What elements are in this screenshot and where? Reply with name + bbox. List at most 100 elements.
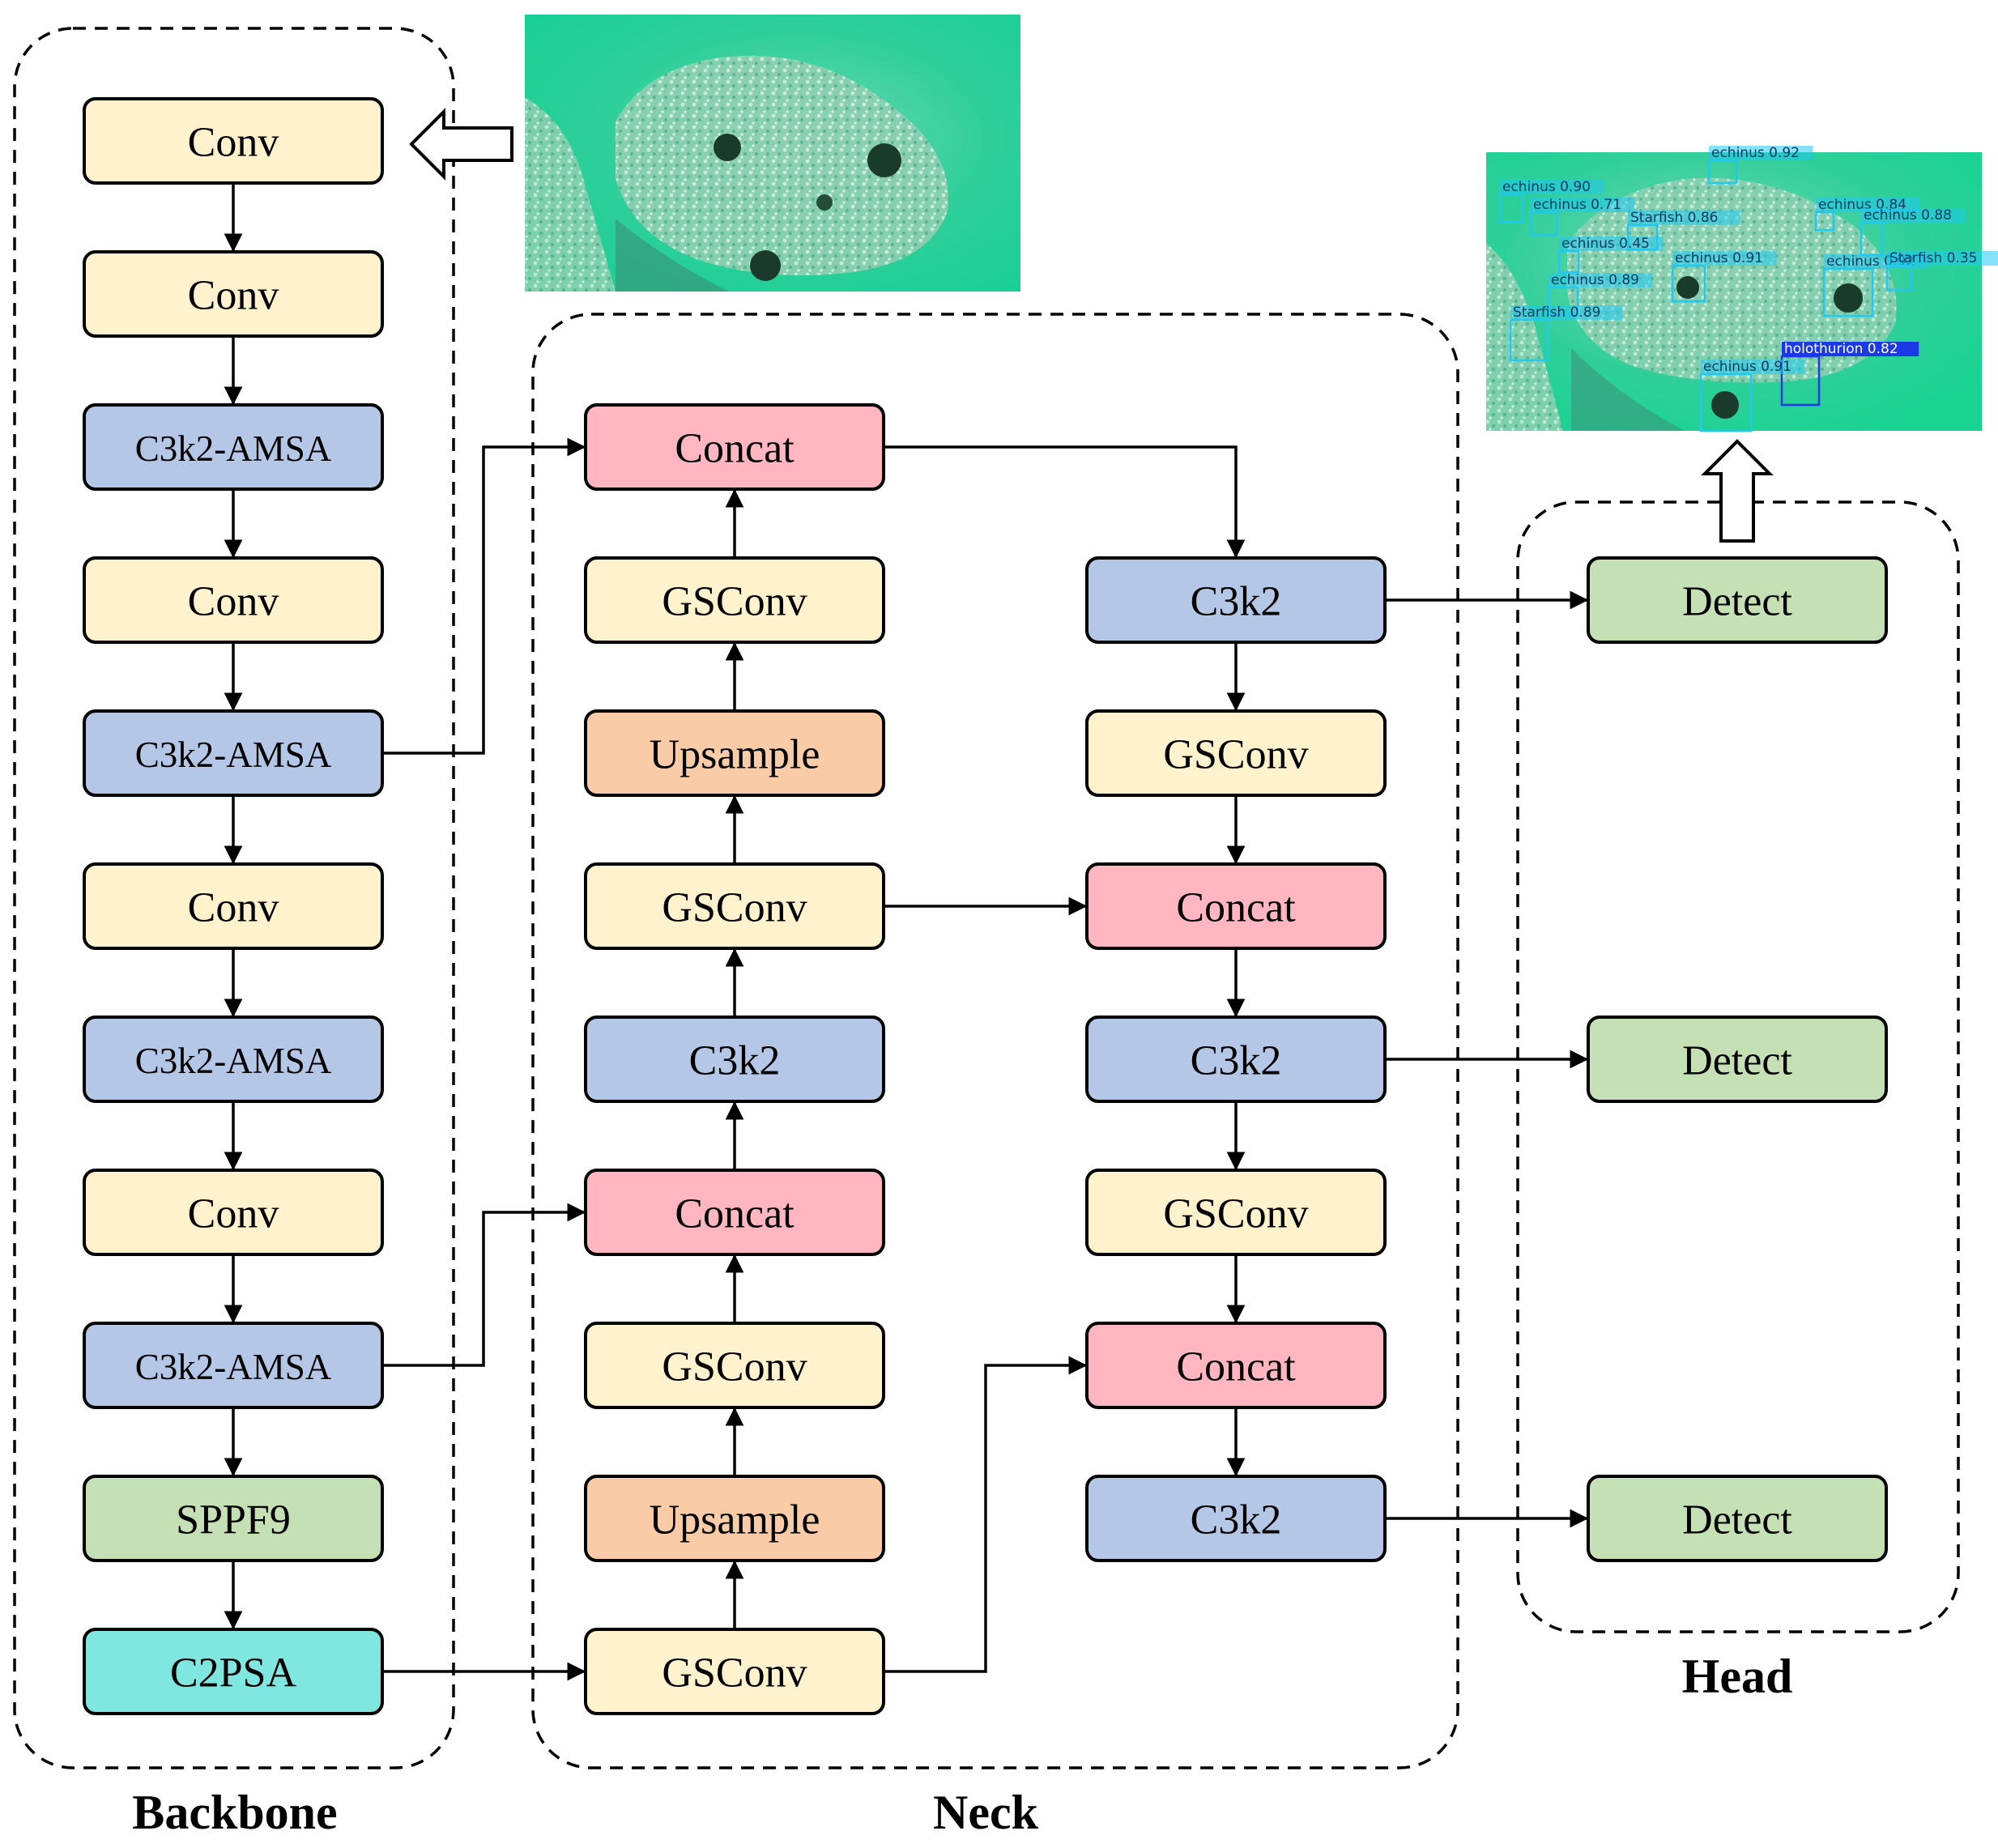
node-label: Conv [188,273,279,319]
node-n8-upsample: Upsample [584,1475,885,1562]
node-d1-detect: Detect [1587,556,1888,644]
node-label: Conv [188,885,279,931]
node-box [83,1016,384,1103]
node-box [83,556,384,644]
node-box [584,556,885,644]
node-box [83,862,384,950]
detection-box: echinus 0.90 [1498,179,1604,224]
detection-label: echinus 0.88 [1864,207,1952,224]
node-label: Detect [1682,1497,1792,1544]
node-label: C3k2 [1191,579,1282,625]
node-n3-upsample: Upsample [584,709,885,797]
node-m7-c3k2: C3k2 [1085,1475,1387,1562]
node-m5-gsconv: GSConv [1085,1169,1387,1256]
node-m3-concat: Concat [1085,862,1387,950]
node-box [584,1016,885,1103]
node-box [83,1475,384,1562]
node-label: Conv [188,120,279,166]
node-box [1587,1016,1888,1103]
detection-box: echinus 0.89 [1547,272,1653,317]
detection-label-background [1887,251,1998,266]
detection-label: echinus 0.90 [1502,179,1591,195]
node-d3-detect: Detect [1587,1475,1888,1562]
nodes-layer: ConvConvC3k2-AMSAConvC3k2-AMSAConvC3k2-A… [83,97,1888,1715]
detection-label-background [1672,251,1777,266]
node-box [1085,1016,1387,1103]
node-label: Conv [188,579,279,625]
node-box [584,709,885,797]
detection-box: Starfish 0.35 [1885,250,1998,292]
node-label: Upsample [650,1497,820,1544]
detection-label-background [1549,273,1653,287]
node-box [584,1628,885,1715]
detection-label-background [1510,305,1623,320]
node-b1-conv: Conv [83,97,384,185]
node-n7-gsconv: GSConv [584,1322,885,1409]
node-label: C3k2 [1191,1038,1282,1084]
node-box [1085,709,1387,797]
node-b4-conv: Conv [83,556,384,644]
underwater-scene-image [525,15,1020,292]
detection-label-background [1861,208,1966,223]
node-box [1587,1475,1888,1562]
detection-label-background [1782,342,1919,356]
detection-label: Starfish 0.35 [1889,250,1977,266]
node-m1-c3k2: C3k2 [1085,556,1387,644]
detection-box: echinus 0.71 [1529,197,1635,236]
detection-label: holothurion 0.82 [1784,341,1898,357]
detection-box: echinus 0.91 [1671,250,1777,303]
node-box [83,1628,384,1715]
detection-label: echinus 0.91 [1675,250,1763,266]
detection-label: echinus 0.45 [1561,236,1650,252]
node-box [83,97,384,185]
node-label: GSConv [1163,1191,1308,1237]
node-label: Concat [1176,885,1296,931]
detection-box: Starfish 0.86 [1626,210,1740,251]
node-label: C3k2-AMSA [135,735,332,775]
node-b10-sppf9: SPPF9 [83,1475,384,1562]
detection-label-background [1709,146,1813,160]
node-box [584,403,885,491]
node-label: GSConv [1163,732,1308,778]
node-n2-gsconv: GSConv [584,556,885,644]
output-arrow-icon [1701,439,1774,543]
node-label: Concat [675,426,795,472]
detection-box: echinus 0.45 [1557,236,1664,274]
node-label: C3k2 [689,1038,781,1084]
node-label: C3k2-AMSA [135,1347,332,1387]
node-label: Conv [188,1191,279,1237]
node-label: Detect [1682,1038,1792,1084]
node-n1-concat: Concat [584,403,885,491]
node-label: C2PSA [170,1650,297,1697]
node-box [83,709,384,797]
detection-label: Starfish 0.86 [1630,210,1718,226]
node-box [584,1169,885,1256]
node-box [1085,1169,1387,1256]
neck-group [531,313,1459,1769]
input-arrow-icon [409,108,513,181]
node-box [584,1475,885,1562]
node-m4-c3k2: C3k2 [1085,1016,1387,1103]
node-m2-gsconv: GSConv [1085,709,1387,797]
node-b6-conv: Conv [83,862,384,950]
detection-label: echinus 0.71 [1533,197,1621,213]
node-d2-detect: Detect [1587,1016,1888,1103]
node-label: SPPF9 [176,1497,291,1544]
node-box [83,1169,384,1256]
node-box [83,1322,384,1409]
detection-label-background [1701,360,1805,374]
detection-label: echinus 0.89 [1551,272,1639,288]
node-box [1085,1322,1387,1409]
node-label: GSConv [662,1650,807,1697]
node-n6-concat: Concat [584,1169,885,1256]
detection-box: Starfish 0.89 [1509,304,1623,362]
node-label: Concat [1176,1344,1296,1390]
node-label: GSConv [662,1344,807,1390]
node-label: C3k2 [1191,1497,1282,1544]
edge-n9-m6 [884,1356,1088,1673]
edges-layer [224,183,1589,1681]
node-label: Concat [675,1191,795,1237]
